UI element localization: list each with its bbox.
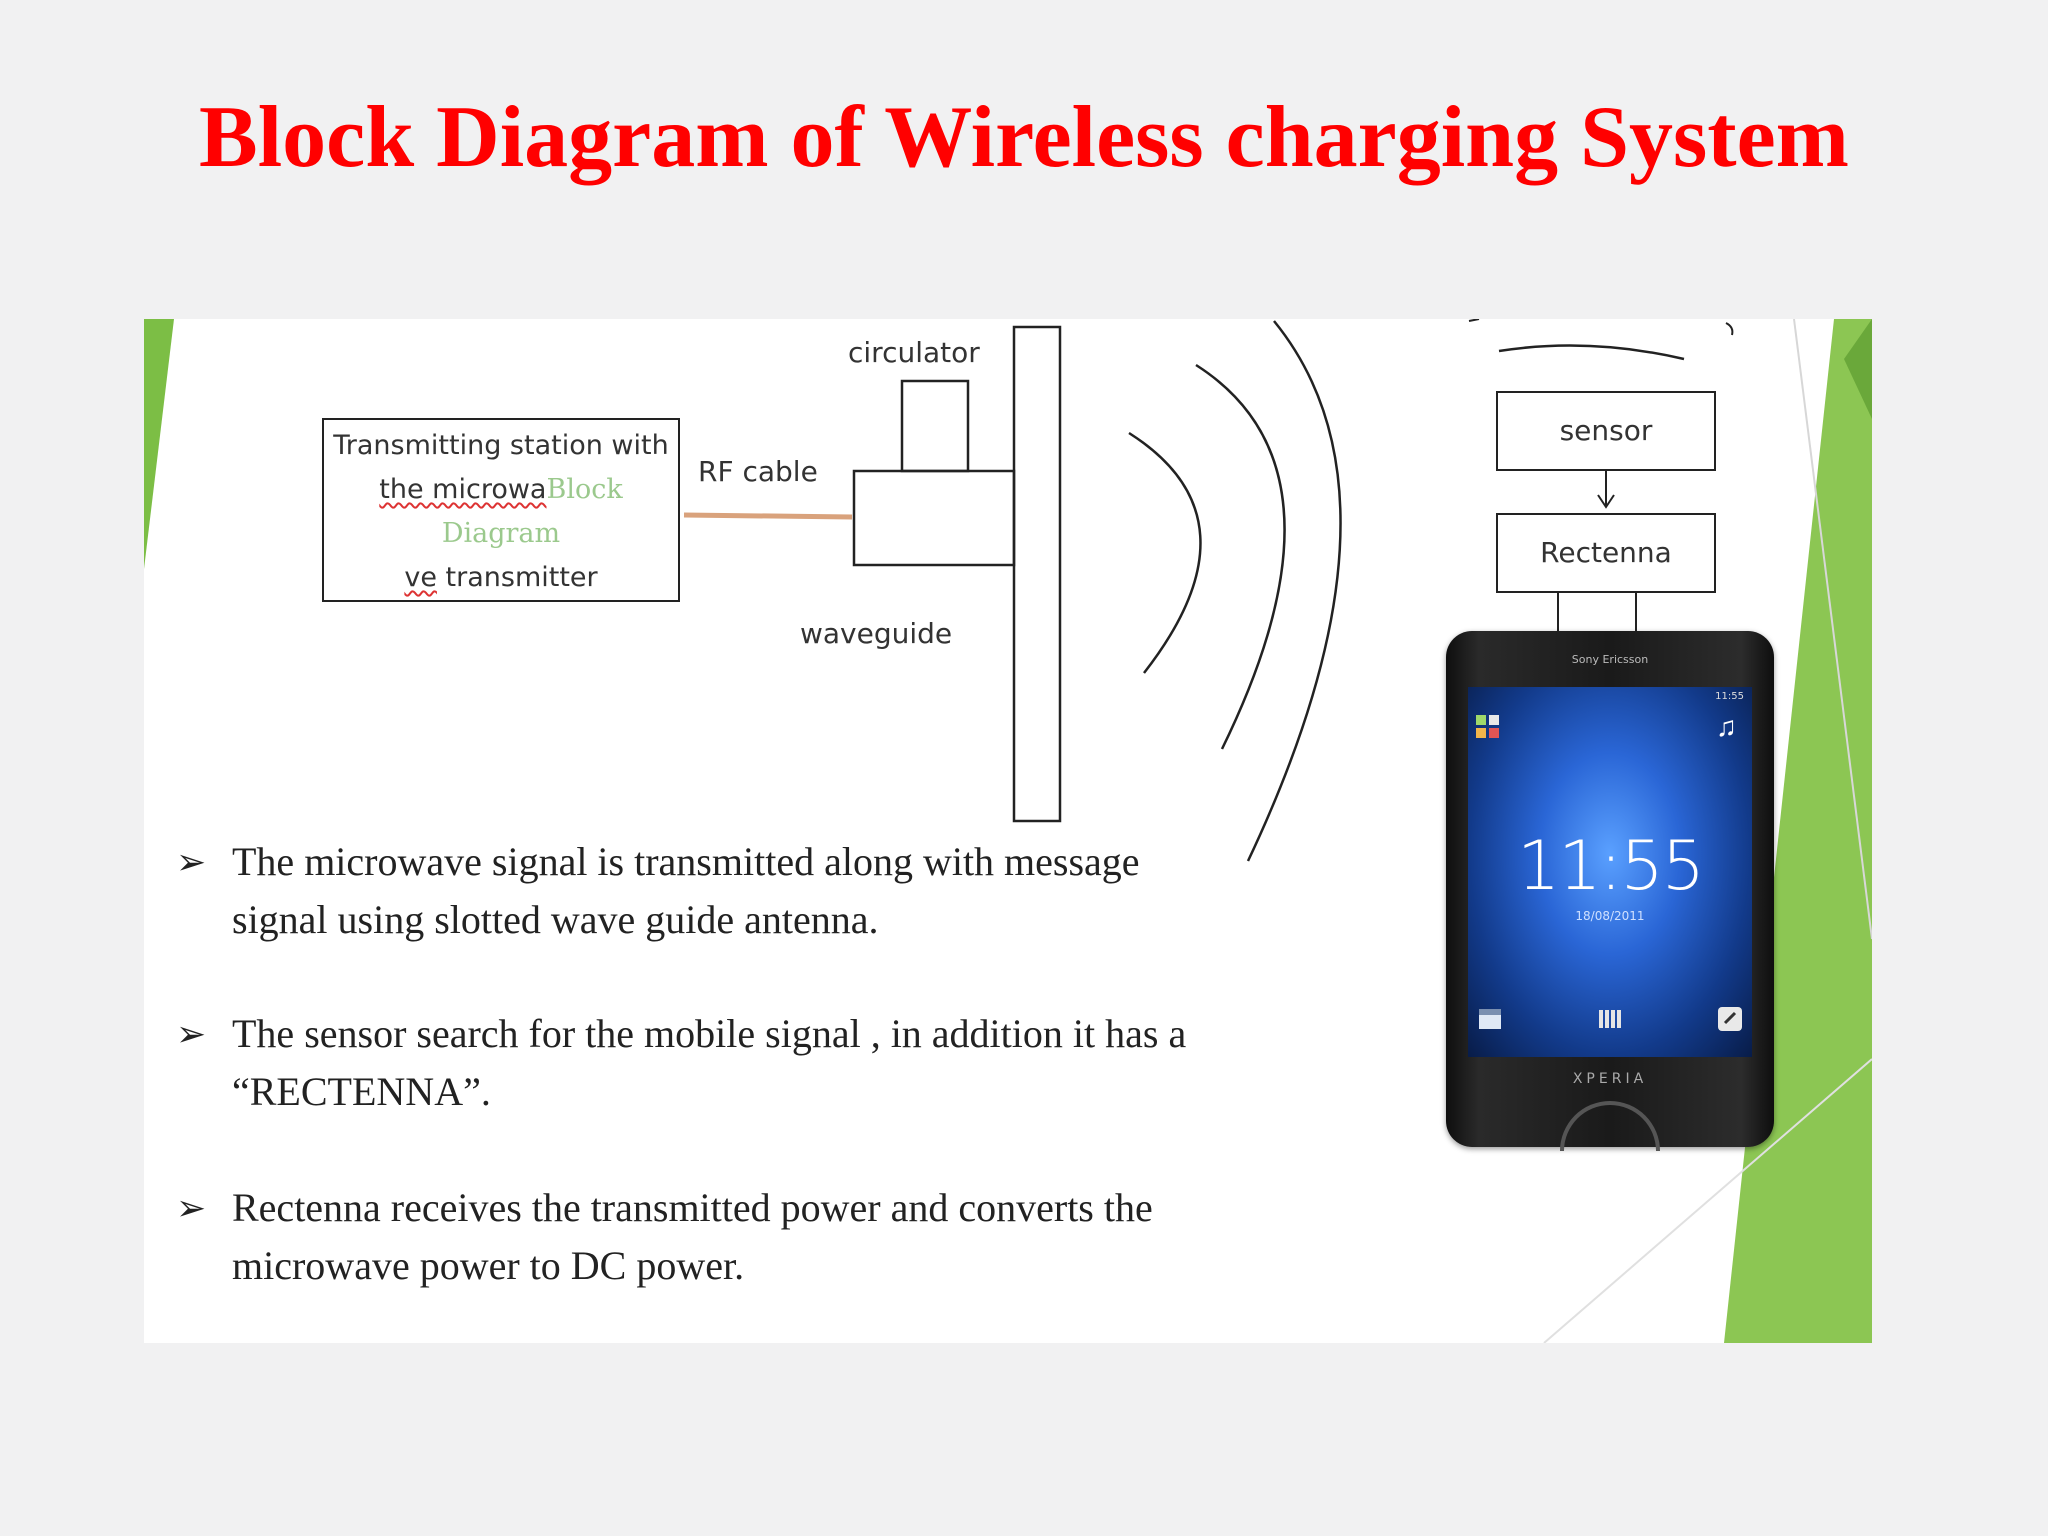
- tx-line-4: ve transmitter: [324, 556, 678, 600]
- phone-home-button: [1560, 1101, 1660, 1151]
- waveguide-label: waveguide: [800, 617, 953, 650]
- circulator-block: [900, 379, 970, 473]
- tx-line-2a: the microwa: [379, 474, 547, 505]
- bullet-2-text: The sensor search for the mobile signal …: [232, 1011, 1187, 1114]
- rf-cable-label: RF cable: [698, 455, 818, 488]
- phone-model: XPERIA: [1572, 1071, 1648, 1087]
- tx-line-3: Diagram: [441, 518, 561, 549]
- mobile-phone-image: Sony Ericsson 11:55 ♫ 11:55 18/08/2011 X…: [1446, 631, 1774, 1151]
- circulator-label: circulator: [848, 336, 980, 369]
- sensor-arrow-head: [1597, 494, 1615, 509]
- diagram-panel: circulator RF cable waveguide Transmitti…: [144, 319, 1872, 1343]
- phone-screen: 11:55 ♫ 11:55 18/08/2011: [1468, 687, 1752, 1057]
- calendar-icon: [1476, 1005, 1504, 1033]
- tx-line-2b: Block: [546, 474, 623, 505]
- sensor-block: sensor: [1496, 391, 1716, 471]
- left-accent-shape: [144, 319, 174, 569]
- wave-arc-top-left: [1468, 319, 1480, 322]
- tx-line-2: the microwaBlock: [324, 468, 678, 512]
- slide-title: Block Diagram of Wireless charging Syste…: [199, 89, 1849, 186]
- phone-icon: [1716, 1005, 1744, 1033]
- wave-arc-top-right: [1725, 322, 1734, 336]
- apps-icon: [1596, 1005, 1624, 1033]
- slotted-antenna: [1012, 325, 1062, 823]
- bullet-arrow-icon: ➢: [176, 842, 207, 882]
- rf-cable-line: [683, 512, 853, 520]
- phone-date: 18/08/2011: [1575, 909, 1645, 923]
- phone-brand: Sony Ericsson: [1571, 653, 1649, 666]
- phone-clock: 11:55: [1517, 827, 1705, 906]
- transmitter-station-block: Transmitting station with the microwaBlo…: [322, 418, 680, 602]
- wave-arc-2: [1195, 363, 1286, 750]
- tx-line-4a: ve: [404, 562, 437, 593]
- tx-line-1: Transmitting station with: [333, 430, 669, 461]
- accent-line: [1793, 319, 1872, 940]
- bullet-arrow-icon: ➢: [176, 1188, 207, 1228]
- phone-status-bar: 11:55: [1715, 691, 1744, 702]
- rectenna-block: Rectenna: [1496, 513, 1716, 593]
- bullet-3-text: Rectenna receives the transmitted power …: [232, 1185, 1153, 1288]
- tx-line-4b: transmitter: [436, 562, 598, 593]
- waveguide-block: [852, 469, 1016, 567]
- bullet-arrow-icon: ➢: [176, 1014, 207, 1054]
- wave-arc-3: [1246, 320, 1342, 862]
- bullet-1-text: The microwave signal is transmitted alon…: [232, 839, 1140, 942]
- wave-arc-1: [1128, 431, 1202, 674]
- music-note-icon: ♫: [1716, 711, 1737, 742]
- grid-icon: [1474, 713, 1502, 741]
- wave-arc-top: [1498, 344, 1685, 361]
- right-accent-dark: [1844, 319, 1872, 419]
- accent-line-2: [1543, 1058, 1872, 1343]
